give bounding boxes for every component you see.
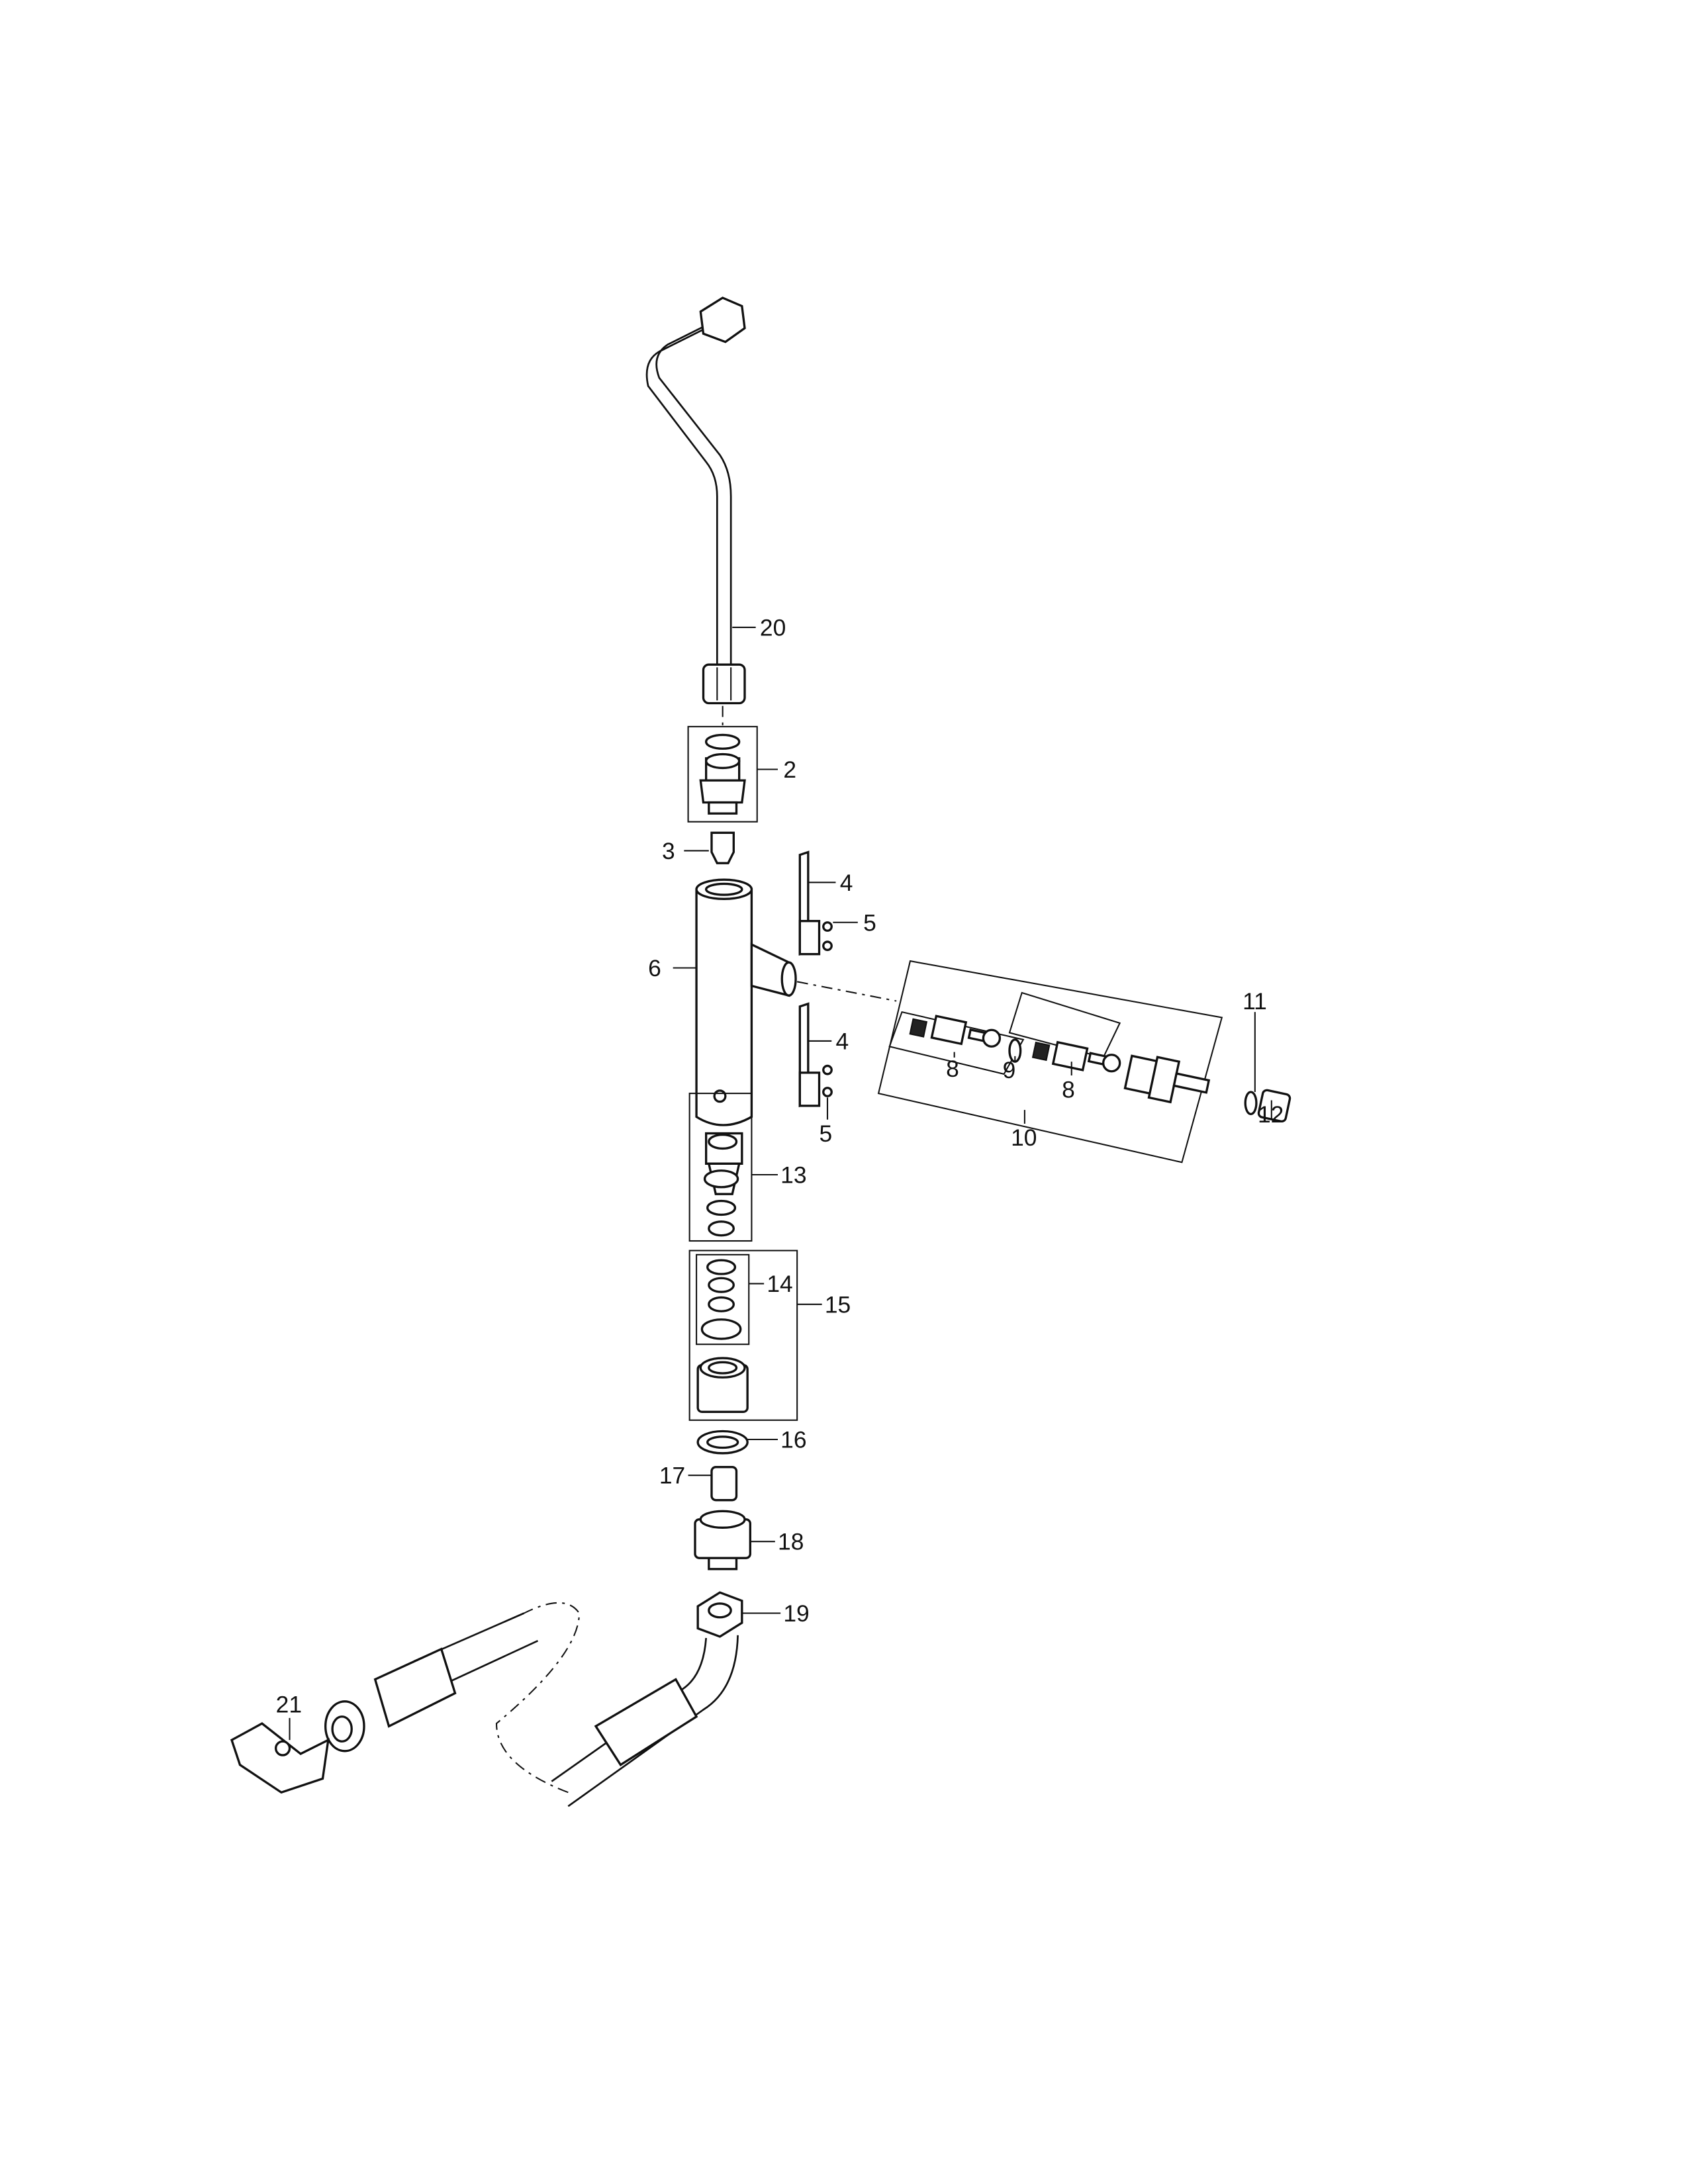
callout-10: 10 bbox=[1011, 1124, 1037, 1151]
part-8-valve-b bbox=[1031, 1040, 1121, 1073]
callout-4-bottom: 4 bbox=[836, 1028, 849, 1054]
callout-2: 2 bbox=[783, 756, 796, 783]
part-8-valve-a bbox=[909, 1015, 1002, 1048]
part-21-elbow bbox=[230, 1722, 330, 1794]
part-20-pipe bbox=[645, 296, 746, 705]
part-18-adapter bbox=[694, 1510, 751, 1570]
part-3-insert bbox=[710, 831, 735, 864]
part-2-fitting bbox=[699, 733, 746, 815]
kit-box-10 bbox=[877, 960, 1223, 1163]
callout-6: 6 bbox=[648, 955, 661, 981]
callout-21: 21 bbox=[276, 1692, 302, 1718]
callout-8-left: 8 bbox=[946, 1056, 959, 1082]
callout-14: 14 bbox=[767, 1271, 792, 1297]
part-16-washer bbox=[696, 1430, 749, 1455]
part-5-screws-top bbox=[822, 921, 833, 952]
callout-8-right: 8 bbox=[1062, 1076, 1075, 1103]
callout-11: 11 bbox=[1243, 988, 1267, 1015]
callout-12: 12 bbox=[1258, 1101, 1284, 1128]
callout-5-top: 5 bbox=[863, 909, 876, 936]
kit-box-14 bbox=[696, 1253, 750, 1345]
leader-lines bbox=[289, 626, 1272, 1741]
part-5-screws-bottom bbox=[822, 1064, 833, 1097]
callout-4-top: 4 bbox=[840, 870, 853, 896]
callout-20: 20 bbox=[760, 614, 786, 641]
callout-16: 16 bbox=[780, 1427, 806, 1453]
part-15-nut bbox=[696, 1357, 749, 1414]
callout-19: 19 bbox=[783, 1600, 809, 1627]
callout-9: 9 bbox=[1003, 1057, 1016, 1083]
kit-box-15 bbox=[688, 1250, 798, 1421]
part-11-clamp bbox=[1244, 1091, 1258, 1115]
callout-5-bottom: 5 bbox=[820, 1120, 833, 1147]
part-17-insert bbox=[710, 1466, 738, 1502]
kit-box-13 bbox=[688, 1093, 753, 1242]
callout-13: 13 bbox=[780, 1161, 806, 1188]
part-13-nozzle-set bbox=[703, 1132, 743, 1237]
part-6-tee-body bbox=[695, 878, 797, 1126]
callout-17: 17 bbox=[659, 1463, 685, 1489]
callout-3: 3 bbox=[662, 838, 675, 864]
part-10-check-valve-body bbox=[1123, 1054, 1211, 1104]
callout-15: 15 bbox=[825, 1291, 851, 1318]
part-4-bracket-top bbox=[798, 850, 821, 956]
callout-18: 18 bbox=[778, 1529, 804, 1555]
part-19-hose bbox=[324, 1591, 743, 1807]
kit-box-2 bbox=[687, 725, 758, 823]
part-14-seal-set bbox=[700, 1259, 742, 1340]
part-4-bracket-bottom bbox=[798, 1002, 821, 1108]
kit-box-8a bbox=[888, 1011, 1025, 1075]
